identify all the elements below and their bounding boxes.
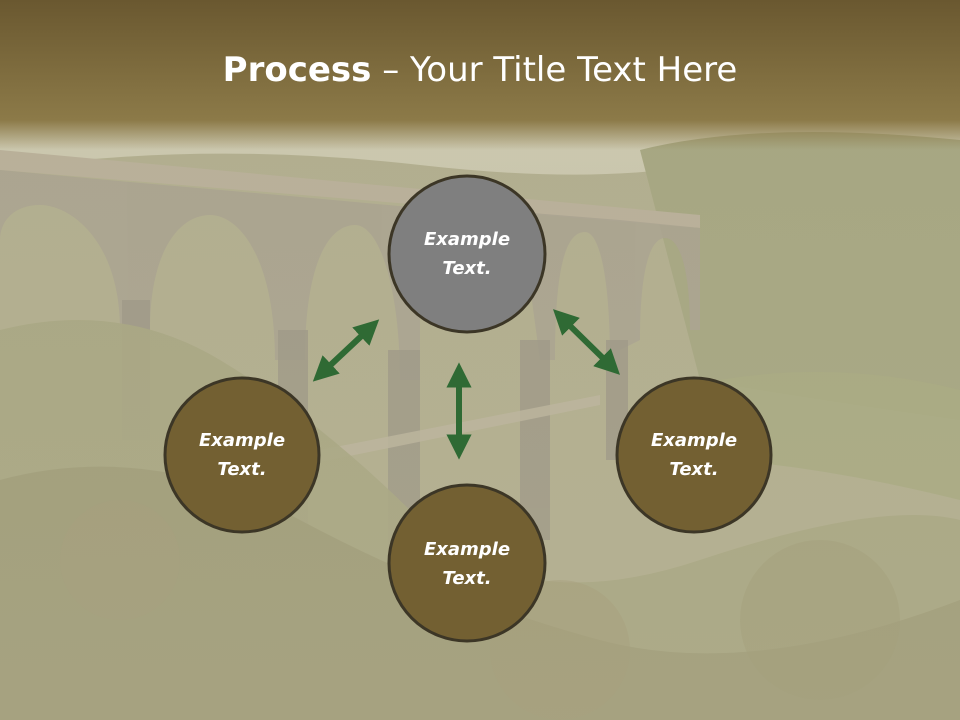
title-bold: Process (222, 50, 372, 90)
title-rest: Your Title Text Here (410, 50, 738, 90)
node-top-circle (387, 174, 547, 334)
node-top-line2: Text. (442, 258, 492, 279)
arrow-top-right (552, 309, 621, 375)
page-title: Process – Your Title Text Here (0, 50, 960, 90)
node-top-label: Example Text. (392, 225, 542, 283)
node-left-circle (163, 376, 321, 534)
node-bottom-label: Example Text. (392, 535, 542, 593)
node-left-line2: Text. (217, 459, 267, 480)
node-right-line1: Example (650, 430, 738, 451)
node-bottom-line1: Example (423, 539, 511, 560)
arrow-top-left (312, 319, 380, 382)
node-bottom-circle (387, 483, 547, 643)
node-right-line2: Text. (669, 459, 719, 480)
title-band (0, 0, 960, 150)
node-bottom-line2: Text. (442, 568, 492, 589)
title-dash: – (371, 50, 411, 90)
node-left-line1: Example (198, 430, 286, 451)
node-right-circle (615, 376, 773, 534)
node-top-line1: Example (423, 229, 511, 250)
node-right-label: Example Text. (619, 426, 769, 484)
node-left-label: Example Text. (167, 426, 317, 484)
